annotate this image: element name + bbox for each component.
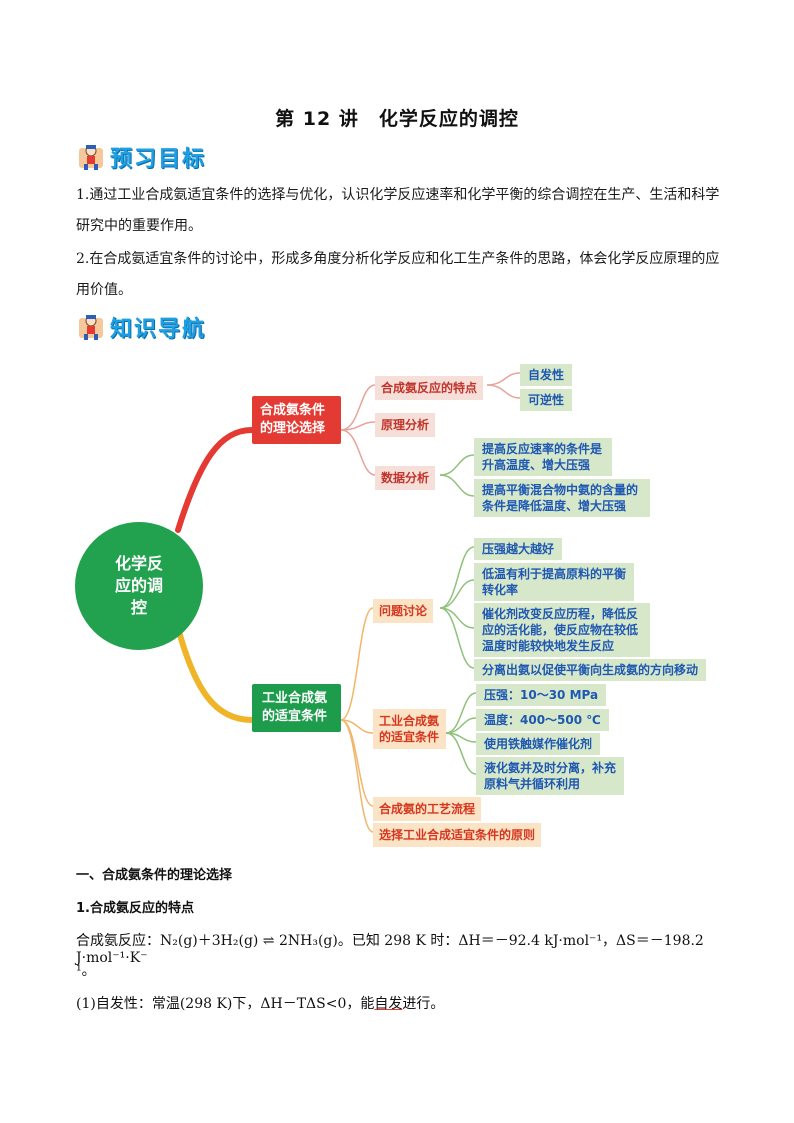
node-pressure: 压强：10～30 MPa (476, 684, 607, 706)
goals-heading-text: 预习目标 (110, 147, 207, 172)
goal-2: 2.在合成氨适宜条件的讨论中，形成多角度分析化学反应和化工生产条件的思路，体会化… (76, 251, 720, 298)
node-reversibility: 可逆性 (520, 389, 573, 411)
node-selection-principle: 选择工业合成适宜条件的原则 (373, 823, 542, 847)
spontaneity-text-c: 进行。 (402, 996, 445, 1012)
nav-heading-text: 知识导航 (110, 317, 207, 342)
node-equilibrium-conditions: 提高平衡混合物中氨的含量的条件是降低温度、增大压强 (474, 479, 650, 517)
node-reaction-features: 合成氨反应的特点 (375, 376, 484, 400)
node-industrial-conditions: 工业合成氨的适宜条件 (373, 709, 446, 749)
reaction-line: 合成氨反应：N₂(g)＋3H₂(g) ⇌ 2NH₃(g)。已知 298 K 时：… (76, 933, 704, 966)
section-heading-1: 一、合成氨条件的理论选择 (76, 868, 233, 883)
branch-industrial: 工业合成氨的适宜条件 (252, 684, 341, 732)
node-low-temp: 低温有利于提高原料的平衡转化率 (474, 563, 634, 601)
spontaneity-line: (1)自发性：常温(298 K)下，ΔH－TΔS<0，能自发进行。 (76, 993, 726, 1013)
node-process-flow: 合成氨的工艺流程 (373, 797, 482, 821)
mindmap-center: 化学反应的调控 (75, 522, 203, 650)
reaction-equation: N₂(g)＋3H₂(g) ⇌ 2NH₃(g)。已知 298 K 时：ΔH＝－92… (76, 933, 704, 966)
node-separate-ammonia: 分离出氨以促使平衡向生成氨的方向移动 (474, 659, 707, 681)
node-rate-conditions: 提高反应速率的条件是升高温度、增大压强 (474, 438, 612, 476)
goal-1: 1.通过工业合成氨适宜条件的选择与优化，认识化学反应速率和化学平衡的综合调控在生… (76, 187, 720, 234)
spontaneity-text-b: 自发 (374, 996, 403, 1012)
node-temperature: 温度：400～500 ℃ (476, 709, 609, 731)
node-iron-catalyst: 使用铁触媒作催化剂 (476, 733, 601, 755)
reaction-line-tail: ¹。 (76, 963, 96, 979)
goals-heading: 预习目标 (76, 140, 206, 174)
node-catalyst: 催化剂改变反应历程，降低反应的活化能，使反应物在较低温度时能较快地发生反应 (474, 603, 650, 657)
node-spontaneity: 自发性 (520, 364, 573, 386)
mindmap-center-text: 化学反应的调控 (114, 554, 163, 617)
branch-theory: 合成氨条件的理论选择 (252, 396, 341, 444)
student-runner-icon (76, 312, 106, 342)
node-pressure-discussion: 压强越大越好 (474, 538, 563, 560)
node-principle-analysis: 原理分析 (375, 413, 436, 437)
nav-heading: 知识导航 (76, 310, 206, 344)
spontaneity-text-a: (1)自发性：常温(298 K)下，ΔH－TΔS<0，能 (76, 996, 375, 1012)
node-liquefy-recycle: 液化氨并及时分离，补充原料气并循环利用 (476, 757, 624, 795)
node-data-analysis: 数据分析 (375, 466, 436, 490)
node-discussion: 问题讨论 (373, 599, 434, 623)
student-runner-icon (76, 142, 106, 172)
page-title: 第 12 讲 化学反应的调控 (275, 108, 519, 130)
subsection-heading-1: 1.合成氨反应的特点 (76, 901, 194, 916)
